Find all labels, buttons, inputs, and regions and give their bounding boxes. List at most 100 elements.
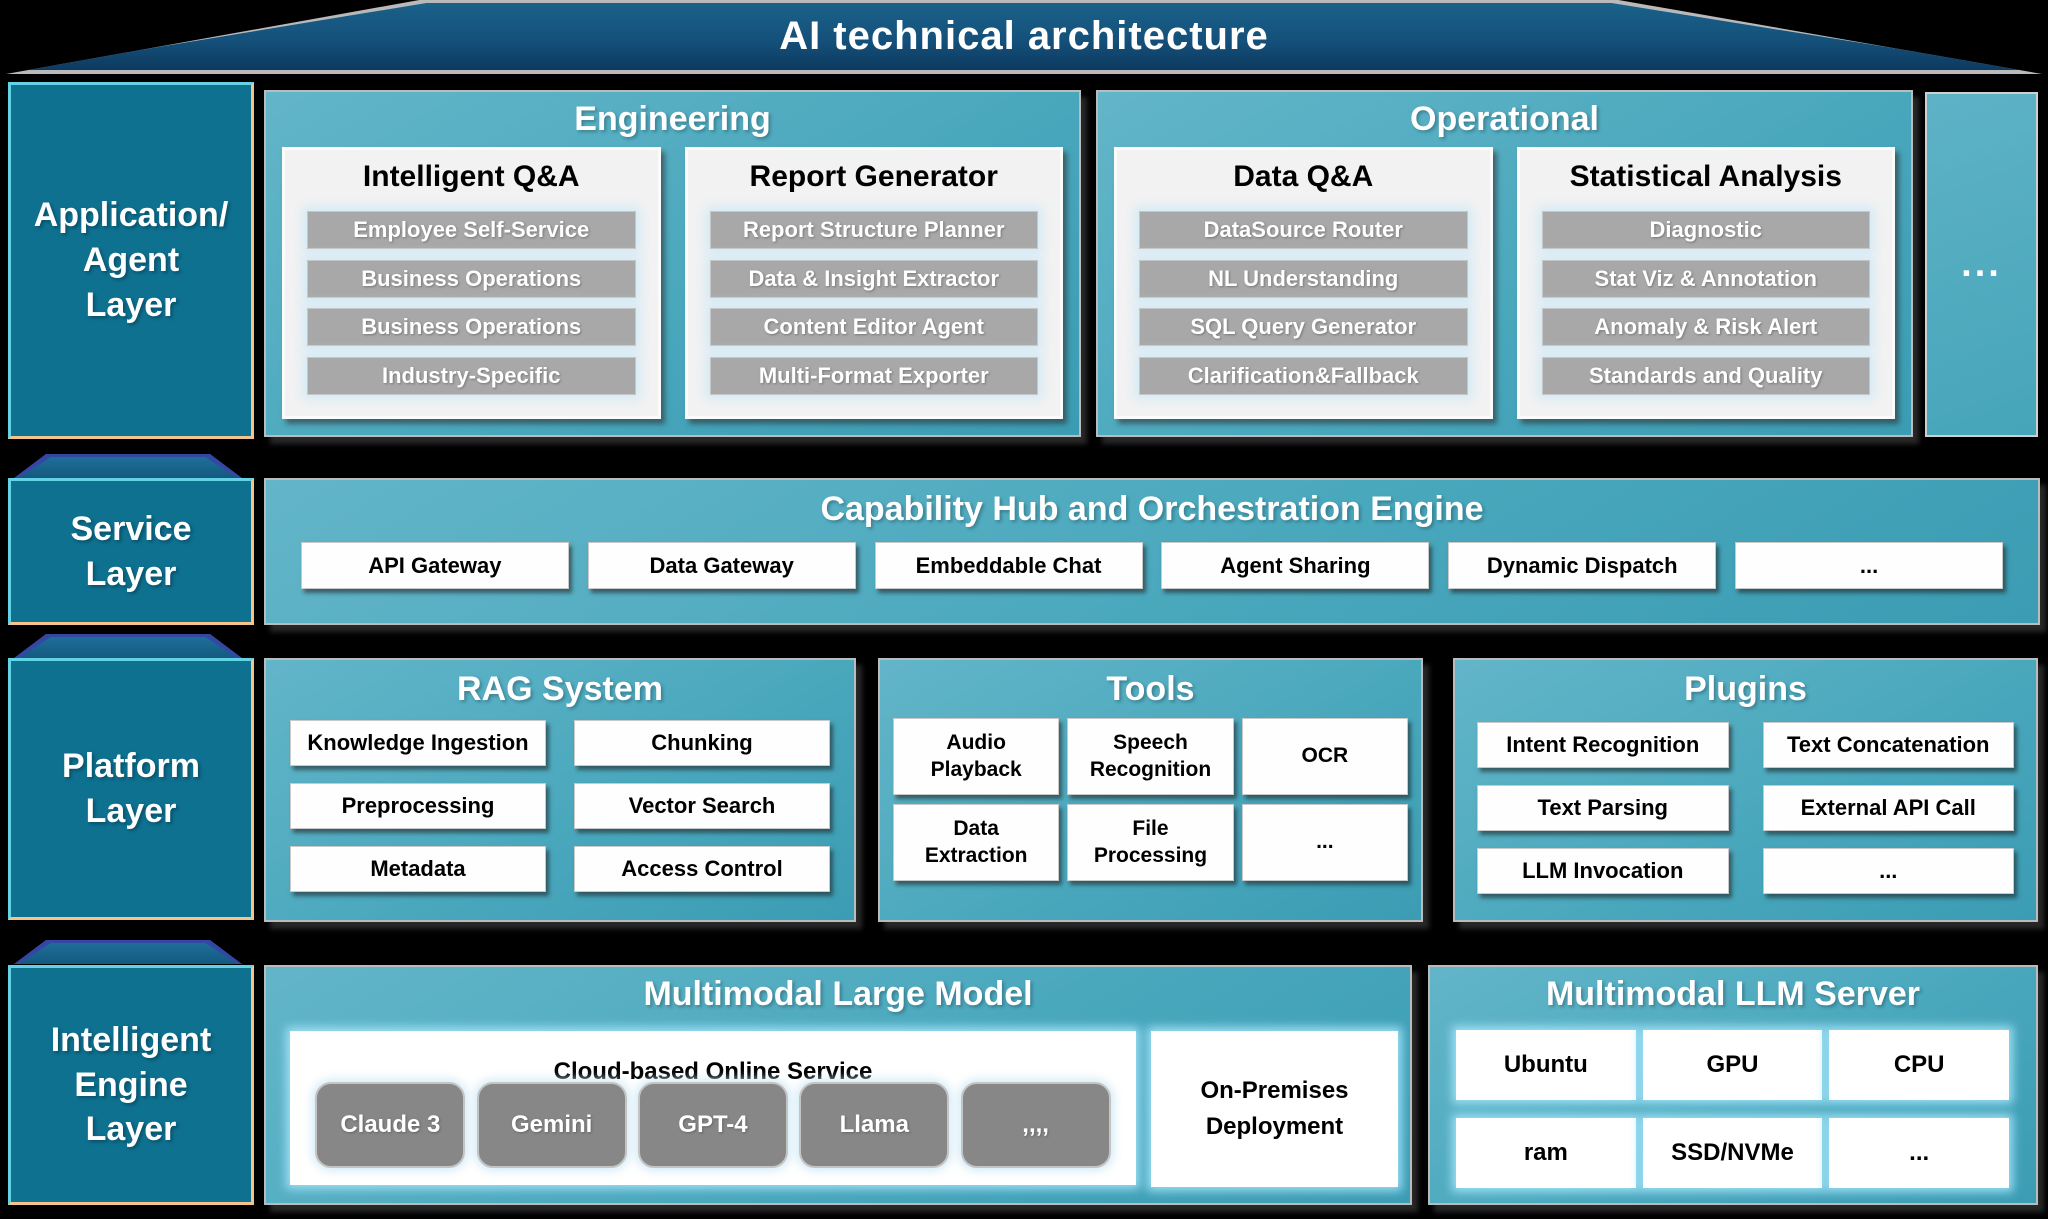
- tool-item: ...: [1241, 804, 1408, 881]
- app-capability-item: Stat Viz & Annotation: [1541, 259, 1870, 298]
- model-chip: Gemini: [476, 1082, 627, 1168]
- service-section: Capability Hub and Orchestration Engine …: [264, 478, 2040, 625]
- service-item: API Gateway: [300, 542, 569, 589]
- model-chip: Llama: [799, 1082, 950, 1168]
- diagram-title: AI technical architecture: [779, 14, 1269, 58]
- service-section-title: Capability Hub and Orchestration Engine: [820, 490, 1484, 528]
- engineering-section: Engineering Intelligent Q&A Employee Sel…: [264, 90, 1081, 437]
- banner-trapezoid: AI technical architecture: [6, 0, 2042, 74]
- model-chip: GPT-4: [637, 1082, 788, 1168]
- multimodal-large-model-title: Multimodal Large Model: [643, 975, 1033, 1013]
- plugin-item: External API Call: [1762, 785, 2014, 831]
- banner-inner: AI technical architecture: [18, 3, 2030, 70]
- group-report-generator: Report Generator Report Structure Planne…: [684, 147, 1063, 419]
- on-premises-box: On-Premises Deployment: [1151, 1031, 1398, 1187]
- model-chip: Claude 3: [315, 1082, 466, 1168]
- server-item: ...: [1829, 1118, 2009, 1188]
- app-capability-item: Anomaly & Risk Alert: [1541, 308, 1870, 347]
- cloud-online-service-title: Cloud-based Online Service: [553, 1058, 873, 1085]
- app-capability-item: Industry-Specific: [307, 357, 636, 396]
- rag-item: Vector Search: [574, 783, 830, 829]
- rag-item: Knowledge Ingestion: [290, 720, 546, 766]
- application-layer-label: Application/ Agent Layer: [8, 82, 254, 439]
- rag-item: Preprocessing: [290, 783, 546, 829]
- app-capability-item: Clarification&Fallback: [1139, 357, 1468, 396]
- app-capability-item: SQL Query Generator: [1139, 308, 1468, 347]
- app-capability-item: Content Editor Agent: [709, 308, 1038, 347]
- application-more-strip: ...: [1925, 92, 2038, 437]
- operational-section-title: Operational: [1410, 100, 1599, 138]
- app-capability-item: Multi-Format Exporter: [709, 357, 1038, 396]
- app-capability-item: Standards and Quality: [1541, 357, 1870, 396]
- platform-layer-label: Platform Layer: [8, 658, 254, 920]
- server-item: ram: [1456, 1118, 1636, 1188]
- tool-item: Data Extraction: [893, 804, 1060, 881]
- rag-item: Access Control: [574, 846, 830, 892]
- service-items: API Gateway Data Gateway Embeddable Chat Ag…: [282, 542, 2022, 589]
- app-capability-item: NL Understanding: [1139, 259, 1468, 298]
- group-title: Statistical Analysis: [1569, 160, 1842, 193]
- plugins-section: Plugins Intent Recognition Text Concatena…: [1453, 658, 2038, 922]
- plugin-item: Text Parsing: [1477, 785, 1729, 831]
- platform-layer-tab: [14, 634, 242, 658]
- service-layer-tab: [14, 454, 242, 478]
- tool-item: OCR: [1241, 718, 1408, 795]
- multimodal-llm-server-title: Multimodal LLM Server: [1545, 975, 1921, 1013]
- engine-layer-tab: [14, 940, 242, 964]
- server-item: Ubuntu: [1456, 1030, 1636, 1100]
- plugin-item: Intent Recognition: [1477, 722, 1729, 768]
- app-capability-item: Employee Self-Service: [307, 210, 636, 249]
- group-title: Intelligent Q&A: [362, 160, 580, 193]
- tool-item: Speech Recognition: [1067, 718, 1234, 795]
- plugin-item: LLM Invocation: [1477, 848, 1729, 894]
- rag-item: Chunking: [574, 720, 830, 766]
- service-item: Dynamic Dispatch: [1448, 542, 1717, 589]
- service-item: ...: [1735, 542, 2004, 589]
- app-capability-item: Report Structure Planner: [709, 210, 1038, 249]
- service-item: Embeddable Chat: [874, 542, 1143, 589]
- server-item: CPU: [1829, 1030, 2009, 1100]
- app-capability-item: Business Operations: [307, 259, 636, 298]
- tool-item: File Processing: [1067, 804, 1234, 881]
- app-capability-item: DataSource Router: [1139, 210, 1468, 249]
- app-capability-item: Business Operations: [307, 308, 636, 347]
- model-chip: ,,,,: [960, 1082, 1111, 1168]
- service-item: Data Gateway: [587, 542, 856, 589]
- plugin-item: ...: [1762, 848, 2014, 894]
- group-title: Data Q&A: [1233, 160, 1374, 193]
- tool-item: Audio Playback: [893, 718, 1060, 795]
- app-capability-item: Data & Insight Extractor: [709, 259, 1038, 298]
- tools-title: Tools: [1106, 670, 1195, 708]
- group-data-qa: Data Q&A DataSource Router NL Understandi…: [1114, 147, 1493, 419]
- engineering-section-title: Engineering: [574, 100, 771, 138]
- operational-groups: Data Q&A DataSource Router NL Understandi…: [1098, 147, 1911, 435]
- plugin-item: Text Concatenation: [1762, 722, 2014, 768]
- app-capability-item: Diagnostic: [1541, 210, 1870, 249]
- engine-layer-label: Intelligent Engine Layer: [8, 965, 254, 1205]
- server-item: GPU: [1642, 1030, 1823, 1100]
- multimodal-large-model-section: Multimodal Large Model Cloud-based Onlin…: [264, 965, 1412, 1205]
- group-title: Report Generator: [749, 160, 998, 193]
- rag-system-title: RAG System: [457, 670, 663, 708]
- rag-item: Metadata: [290, 846, 546, 892]
- service-item: Agent Sharing: [1161, 542, 1430, 589]
- plugins-title: Plugins: [1684, 670, 1807, 708]
